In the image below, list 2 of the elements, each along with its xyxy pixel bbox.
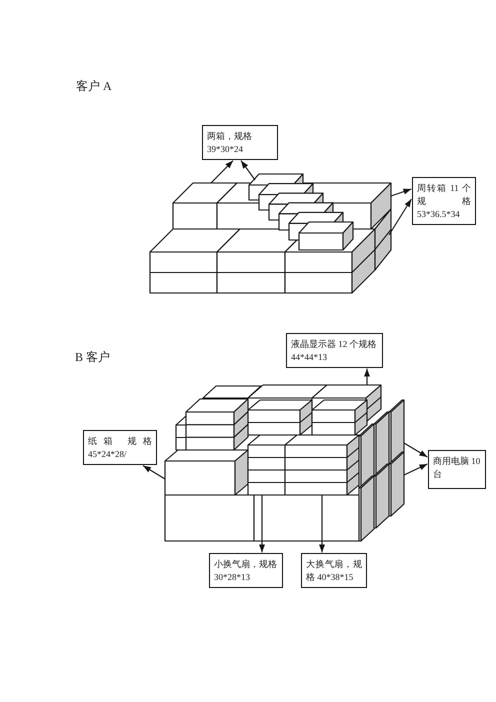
- section-heading: B 客户: [75, 350, 110, 364]
- section-heading: 客户 A: [76, 79, 112, 93]
